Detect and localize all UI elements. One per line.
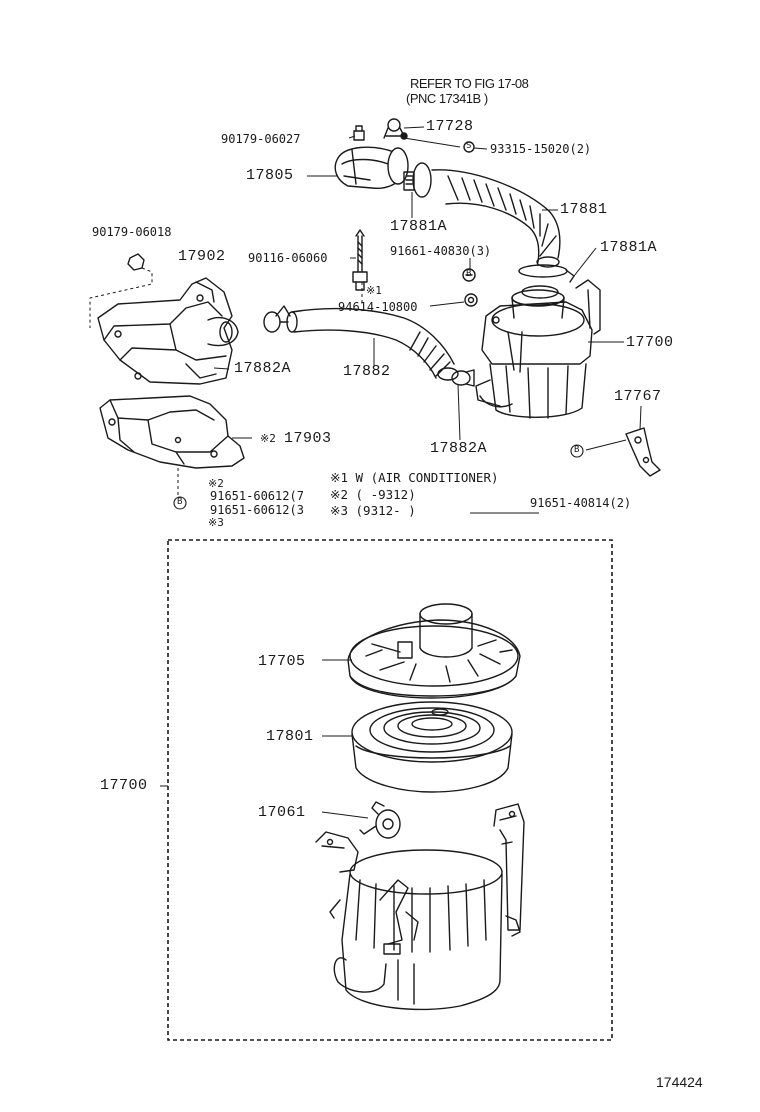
part-91651-40814: 91651-40814(2) [530,496,632,510]
part-17767: 17767 [614,388,662,405]
part-17882: 17882 [343,363,391,380]
blower-unit-17700-assembled [475,279,601,419]
part-17882a-bottom: 17882A [430,440,488,457]
clip-17728 [383,118,408,140]
bracket-17767 [625,427,661,477]
mark-b-right: B [574,445,580,455]
part-91651-60612-a: 91651-60612(7 [210,489,304,503]
part-17882a-left: 17882A [234,360,292,377]
part-17705: 17705 [258,653,306,670]
reference-line-2: (PNC 17341B ) [406,91,488,106]
mark-s-screw: S [466,141,472,151]
fan-housing-cover-17705 [347,603,521,699]
part-17881a-right: 17881A [600,239,658,256]
clamp-17882a-left [263,305,291,333]
reference-line-1: REFER TO FIG 17-08 [410,76,529,91]
note-3: ※3 (9312- ) [330,503,416,518]
corrugated-hose-17881 [431,169,561,268]
nut-marker-91661-40830 [462,268,476,282]
part-17902: 17902 [178,248,226,265]
part-91651-60612-b: 91651-60612(3 [210,503,304,517]
hose-17882 [286,307,459,381]
part-17903: 17903 [284,430,332,447]
clamp-17882a-bottom [451,369,475,387]
bracket-17902 [97,277,239,385]
clamp-17881a-top [403,162,432,198]
resistor-17061 [359,801,401,839]
nut-90179-06018 [127,253,145,271]
part-17881a-top: 17881A [390,218,448,235]
blower-case-lower-17700 [315,803,525,1011]
part-94614-10800: 94614-10800 [338,300,418,314]
part-17801: 17801 [266,728,314,745]
mark-b-left: B [177,497,183,507]
mark-star1: ※1 [366,284,382,297]
figure-number: 174424 [656,1074,703,1090]
bolt-90116-06060 [352,229,368,291]
washer-94614-10800 [464,293,478,307]
bolt-90179-06027 [353,125,365,141]
air-intake-duct-17805 [334,146,409,189]
part-91661-40830: 91661-40830(3) [390,244,492,258]
part-90179-06027: 90179-06027 [221,132,301,146]
part-93315-15020: 93315-15020(2) [490,142,592,156]
mark-star2-lower: ※2 [208,477,224,490]
mark-star3-lower: ※3 [208,516,224,529]
part-17881: 17881 [560,201,608,218]
part-17805: 17805 [246,167,294,184]
note-1: ※1 W (AIR CONDITIONER) [330,470,499,485]
bracket-17903 [99,395,245,469]
blower-fan-17801 [351,701,513,793]
part-90116-06060: 90116-06060 [248,251,328,265]
screw-marker-s [463,141,475,153]
clamp-17881a-right [518,264,575,299]
part-90179-06018: 90179-06018 [92,225,172,239]
part-17061: 17061 [258,804,306,821]
mark-star2-17903: ※2 [260,432,276,445]
part-17700-assembled: 17700 [626,334,674,351]
mark-b-nut: B [466,269,472,279]
part-17700-assembly: 17700 [100,777,148,794]
note-2: ※2 ( -9312) [330,487,416,502]
part-17728: 17728 [426,118,474,135]
